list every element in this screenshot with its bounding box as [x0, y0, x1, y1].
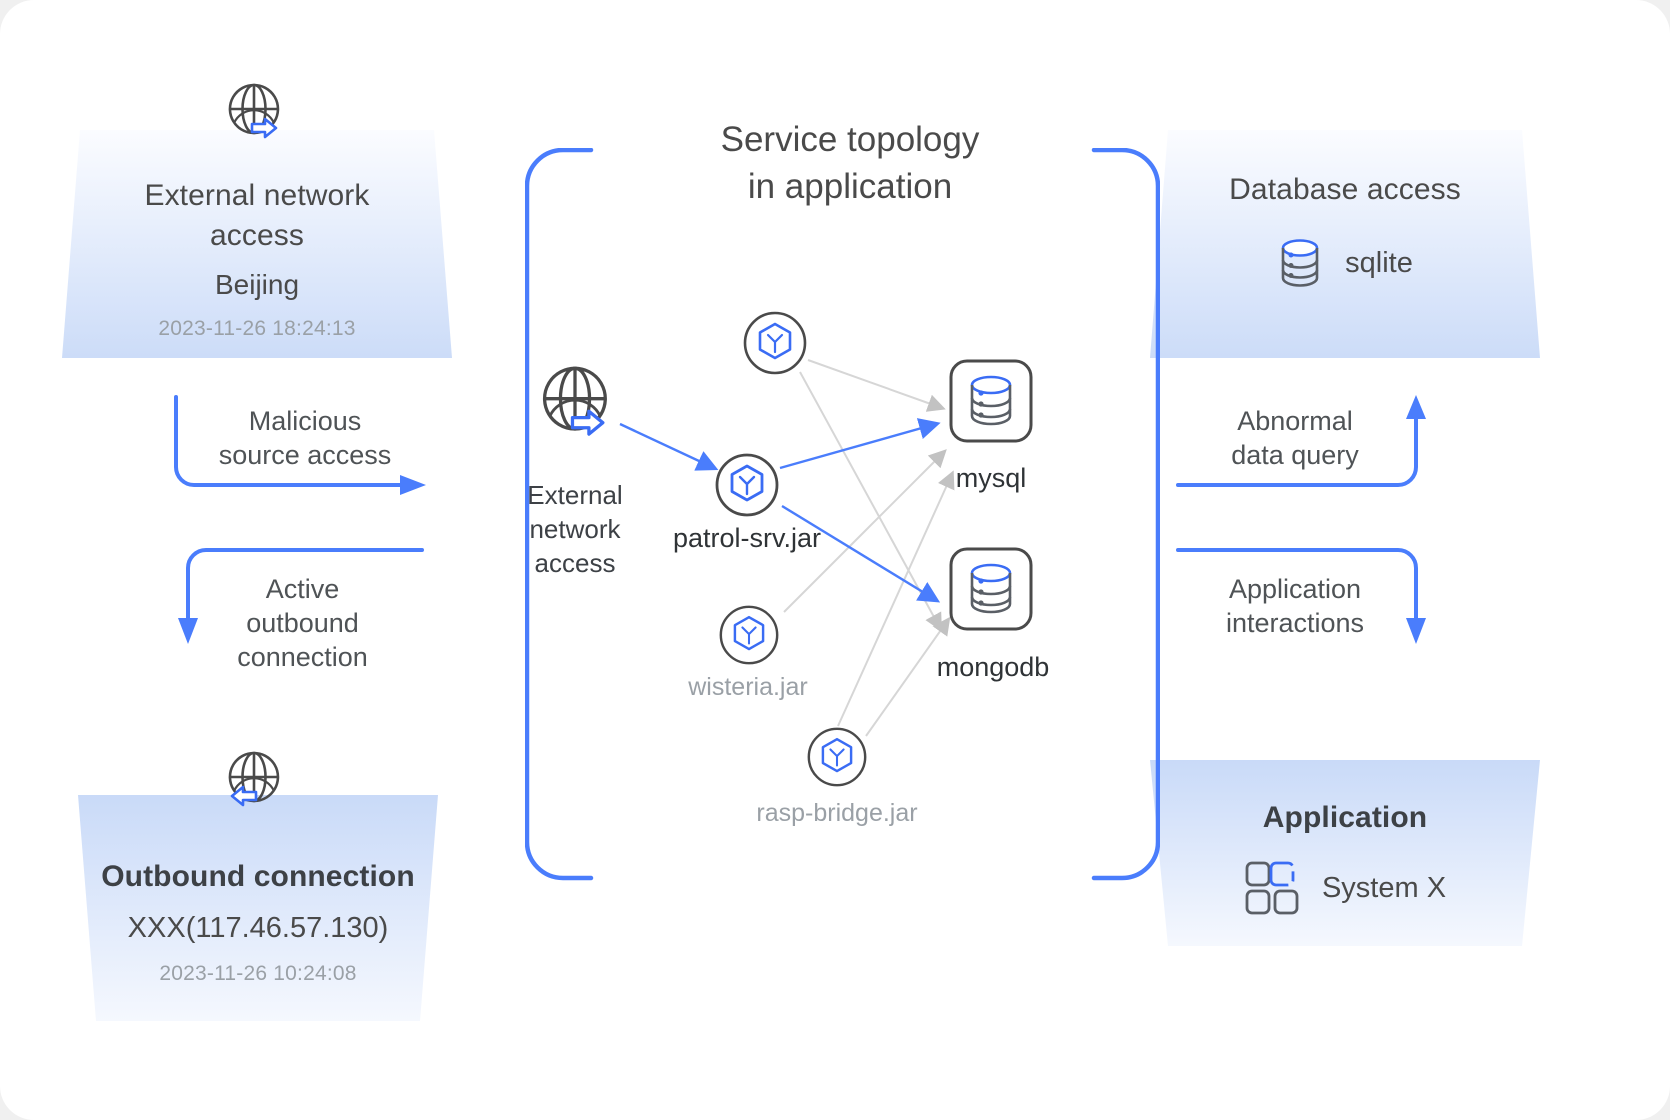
patrol-srv-node-icon[interactable] [714, 452, 780, 518]
globe-arrow-right-icon [228, 83, 280, 139]
graph-title-line2: in application [747, 167, 953, 206]
rasp-bridge-node-icon[interactable] [806, 726, 868, 788]
malicious-source-access-connector [174, 395, 426, 495]
outbound-connection-card: Outbound connection XXX(117.46.57.130) 2… [78, 795, 438, 1021]
database-access-card: Database access sqlite [1150, 130, 1540, 358]
right-bracket [1091, 148, 1160, 881]
active-outbound-connection-label: Active outbound connection [195, 572, 410, 674]
card-timestamp: 2023-11-26 10:24:08 [159, 962, 357, 985]
label-line1: Abnormal [1237, 406, 1353, 436]
label-line1: Malicious [248, 406, 362, 436]
label-line2: source access [218, 440, 392, 470]
node-label-line1: External [527, 480, 623, 510]
malicious-source-access-label: Malicious source access [190, 404, 420, 472]
trapezoid-shape [1150, 130, 1540, 358]
application-name: System X [1321, 871, 1447, 904]
patrol-srv-node-label: patrol-srv.jar [672, 523, 822, 553]
card-location: Beijing [214, 269, 300, 300]
external-network-access-node-label: External network access [505, 478, 645, 580]
label-line2: interactions [1225, 608, 1365, 638]
card-title: Application [1262, 801, 1428, 834]
database-name: sqlite [1345, 246, 1413, 279]
mysql-node-icon[interactable] [948, 358, 1034, 444]
card-title-line2: access [210, 219, 304, 252]
card-title: Outbound connection [101, 860, 415, 893]
abnormal-data-query-connector [1176, 395, 1426, 487]
card-title: Database access [1229, 173, 1461, 206]
external-network-access-node-icon[interactable] [533, 362, 617, 448]
label-line2: data query [1231, 440, 1359, 470]
graph-title-line1: Service topology [720, 120, 980, 159]
external-network-access-card: External network access Beijing 2023-11-… [62, 130, 452, 358]
wisteria-node-icon[interactable] [718, 604, 780, 666]
card-timestamp: 2023-11-26 18:24:13 [158, 317, 356, 340]
left-bracket [525, 148, 594, 881]
rasp-bridge-node-label: rasp-bridge.jar [756, 799, 918, 827]
label-line2: outbound [246, 608, 359, 638]
application-card: Application System X [1150, 760, 1540, 946]
mongodb-node-label: mongodb [936, 652, 1050, 682]
trapezoid-shape [78, 795, 438, 1021]
label-line1: Active [265, 574, 340, 604]
card-address: XXX(117.46.57.130) [127, 912, 389, 944]
mongodb-node-icon[interactable] [948, 546, 1034, 632]
graph-title: Service topology in application [560, 116, 1140, 210]
node-label-line3: access [534, 548, 616, 578]
application-interactions-connector [1176, 548, 1426, 644]
database-icon [1281, 239, 1319, 287]
label-line1: Application [1228, 574, 1362, 604]
abnormal-data-query-label: Abnormal data query [1180, 404, 1410, 472]
application-interactions-label: Application interactions [1180, 572, 1410, 640]
globe-arrow-left-icon [228, 751, 280, 807]
node-label-line2: network [529, 514, 621, 544]
card-title-line1: External network [144, 179, 370, 212]
trapezoid-shape [62, 130, 452, 358]
app-grid-icon [1245, 861, 1299, 915]
label-line3: connection [237, 642, 368, 672]
mysql-node-label: mysql [955, 463, 1027, 493]
wisteria-node-label: wisteria.jar [688, 673, 808, 701]
service-node-top-icon[interactable] [742, 310, 808, 376]
active-outbound-connection-connector [178, 548, 424, 644]
